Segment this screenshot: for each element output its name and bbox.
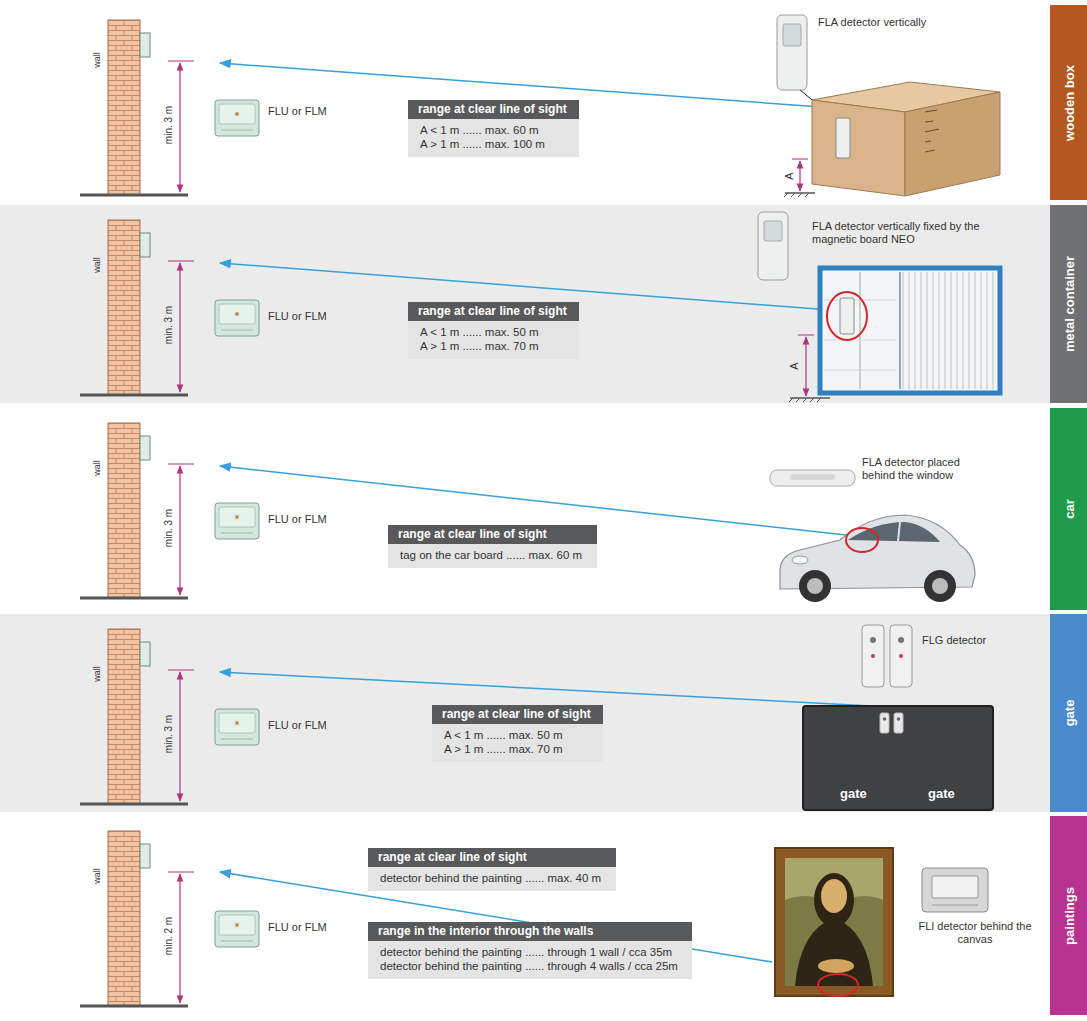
detector-label: FLI detector behind the canvas [905,920,1045,946]
detector-label: FLA detector vertically [818,16,926,29]
detector-label: FLG detector [922,634,986,647]
wall-with-receiver [80,20,259,195]
table-header: range at clear line of sight [368,848,616,867]
height-dimension: min. 3 m [163,106,175,144]
range-value: A > 1 m ...... max. 70 m [408,339,579,359]
signal-line [220,672,872,706]
range-value: detector behind the painting ...... max.… [368,867,616,891]
receiver-label: FLU or FLM [268,921,327,934]
range-value: A > 1 m ...... max. 100 m [408,137,579,157]
range-table: range in the interior through the wallsd… [368,922,692,979]
metal-container-illustration [758,212,1000,402]
wall-label: wall [92,52,103,68]
category-name: wooden box [1061,65,1076,141]
range-table: range at clear line of sightA < 1 m ....… [432,705,603,762]
height-dimension: min. 3 m [163,715,175,753]
category-tab: wooden box [1050,5,1087,200]
category-name: metal container [1061,256,1076,352]
wall-label: wall [92,666,103,682]
wall-with-receiver [80,831,259,1006]
range-table: range at clear line of sightA < 1 m ....… [408,100,579,157]
category-name: car [1061,499,1076,519]
wall-with-receiver [80,423,259,598]
wall-with-receiver [80,220,259,395]
wall-label: wall [92,460,103,476]
table-header: range at clear line of sight [408,302,579,321]
gate-label: gate [840,786,867,801]
wooden-box-illustration [777,15,1000,197]
receiver-label: FLU or FLM [268,310,327,323]
receiver-label: FLU or FLM [268,105,327,118]
category-tab: paintings [1050,816,1087,1015]
category-name: gate [1061,700,1076,727]
dimension-label: A [788,362,801,369]
category-tab: gate [1050,614,1087,812]
range-table: range at clear line of sightA < 1 m ....… [408,302,579,359]
flg-detector-illustration [862,625,912,687]
receiver-label: FLU or FLM [268,513,327,526]
dimension-label: A [783,172,796,179]
category-tab: metal container [1050,205,1087,403]
gate-box: gate gate [802,705,994,811]
band-ground [0,205,1050,403]
range-value: A < 1 m ...... max. 50 m [408,321,579,339]
range-value: detector behind the painting ...... thro… [368,959,692,979]
table-header: range at clear line of sight [432,705,603,724]
band-ground [0,614,1050,812]
height-dimension: min. 3 m [163,509,175,547]
range-value: tag on the car board ...... max. 60 m [388,544,597,568]
range-value: A < 1 m ...... max. 60 m [408,119,579,137]
car-illustration [770,470,975,602]
height-dimension: min. 2 m [163,917,175,955]
range-value: detector behind the painting ...... thro… [368,941,692,959]
range-value: A < 1 m ...... max. 50 m [432,724,603,742]
detector-label: FLA detector placed behind the window [862,456,992,482]
table-header: range at clear line of sight [388,525,597,544]
height-dimension: min. 3 m [163,306,175,344]
category-name: paintings [1061,887,1076,945]
gate-label: gate [928,786,955,801]
range-table: range at clear line of sighttag on the c… [388,525,597,568]
wall-label: wall [92,868,103,884]
detector-label: FLA detector vertically fixed by the mag… [812,220,992,246]
range-value: A > 1 m ...... max. 70 m [432,742,603,762]
table-header: range at clear line of sight [408,100,579,119]
wall-with-receiver [80,629,259,804]
receiver-label: FLU or FLM [268,719,327,732]
table-header: range in the interior through the walls [368,922,692,941]
wall-label: wall [92,257,103,273]
gate-detector-marks [804,707,992,809]
range-table: range at clear line of sightdetector beh… [368,848,616,891]
category-tab: car [1050,408,1087,610]
